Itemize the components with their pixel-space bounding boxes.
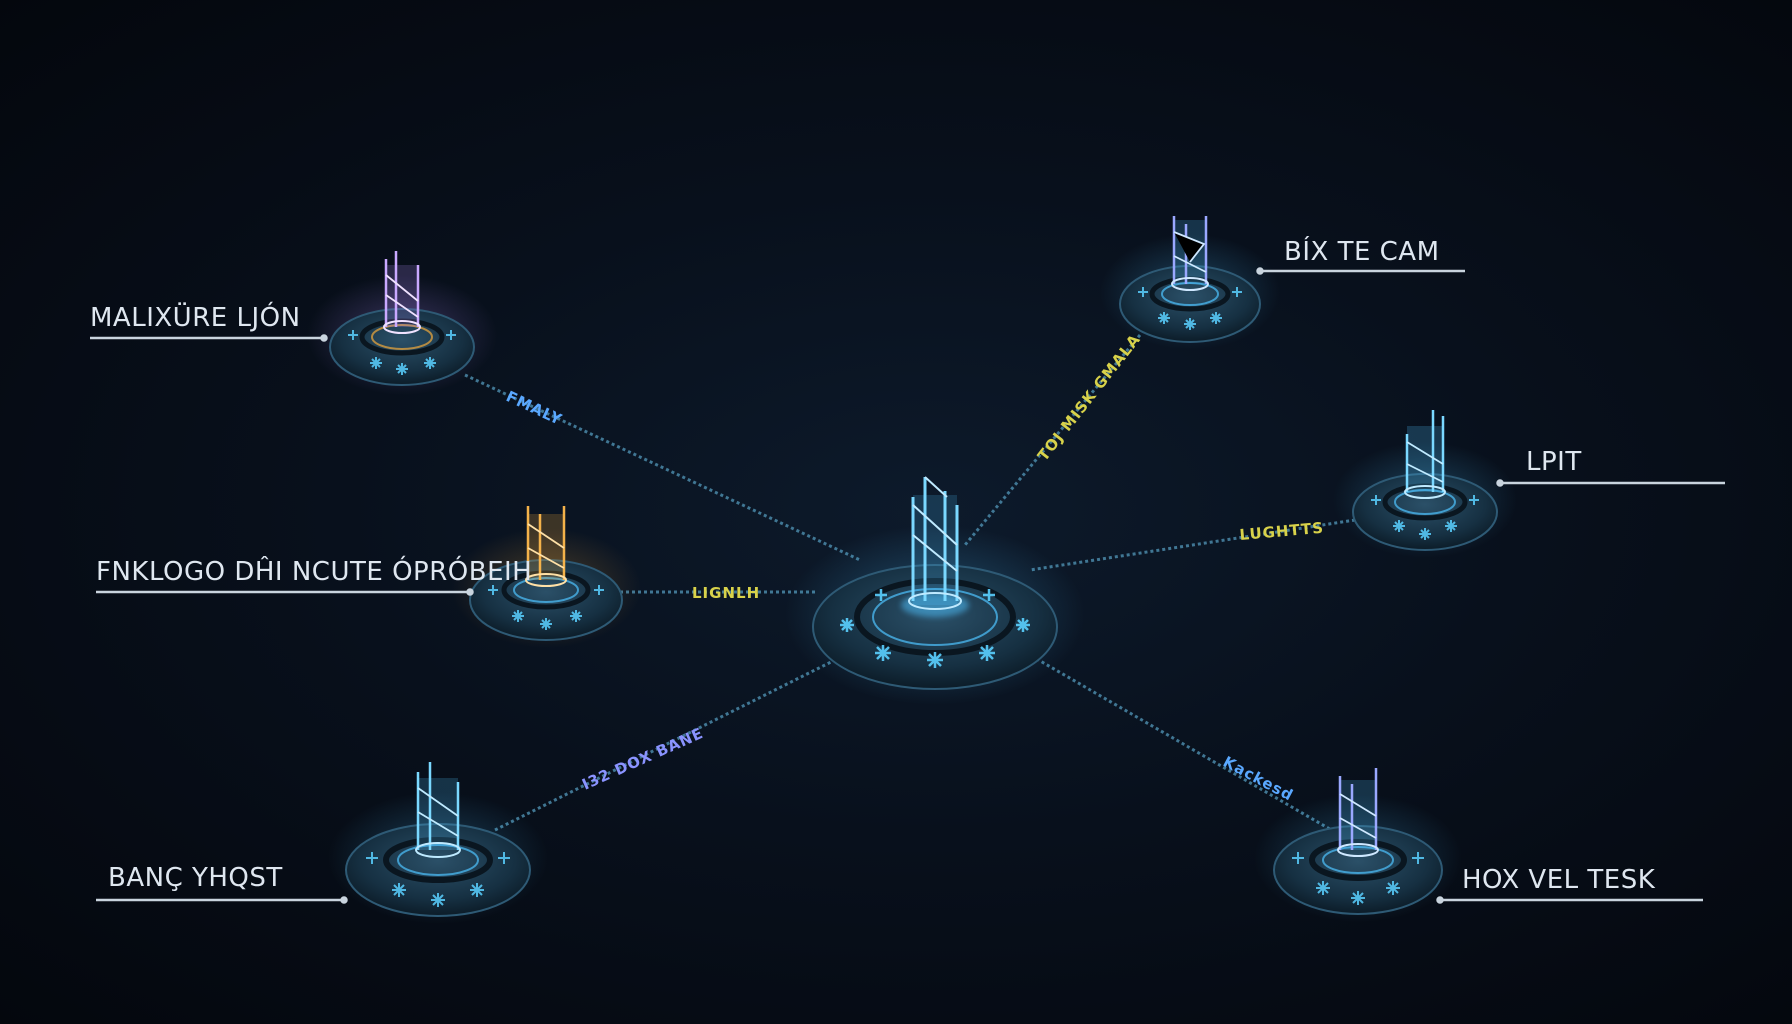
node-top-right[interactable] (1100, 216, 1280, 350)
node-bottom-left[interactable] (328, 762, 548, 924)
label-top-right: BÍX TE CAM (1284, 235, 1440, 267)
crystal-tower-icon (415, 762, 461, 858)
label-bottom-right: HOX VEL TESK (1462, 865, 1656, 895)
label-top-left: MALIXÜRE LJÓN (90, 301, 301, 333)
snowflake-icon (840, 589, 1030, 668)
link-label-bottom-left: I32 DOX BANE (579, 724, 706, 794)
link-label-mid-right: LUGHTTS (1239, 519, 1325, 544)
link-label-bottom-right: Kackesd (1220, 753, 1296, 805)
label-bottom-left: BANÇ YHQST (108, 863, 283, 893)
hub-node[interactable] (785, 476, 1085, 705)
crystal-tower-icon (1404, 410, 1446, 499)
link-label-top-right: TOJ MISK GMALA (1034, 330, 1144, 464)
node-mid-left[interactable] (451, 506, 641, 648)
node-top-left[interactable] (307, 251, 497, 395)
node-bottom-right[interactable] (1254, 768, 1462, 922)
node-labels: MALIXÜRE LJÓN FNKLOGO DĤI NCUTE ÓPRÓBEIH… (90, 235, 1656, 895)
link-top-left (464, 373, 861, 562)
snowflake-icon (1138, 287, 1242, 330)
snowflake-icon (1371, 495, 1479, 540)
link-label-top-left: FMALY (503, 387, 565, 429)
links (464, 334, 1356, 837)
crystal-tower-icon (383, 251, 421, 334)
crystal-tower-icon (1337, 768, 1379, 857)
callouts (90, 267, 1725, 904)
link-bottom-left (494, 653, 846, 832)
link-mid-right (1029, 518, 1356, 572)
node-mid-right[interactable] (1333, 410, 1517, 558)
snowflake-icon (348, 330, 456, 375)
label-mid-right: LPIT (1526, 447, 1582, 477)
link-label-mid-left: LIGNLH (692, 584, 760, 602)
crystal-tower-icon (1171, 216, 1209, 291)
label-mid-left: FNKLOGO DĤI NCUTE ÓPRÓBEIH (96, 555, 532, 587)
snowflake-icon (488, 585, 604, 630)
snowflake-icon (366, 852, 510, 907)
crystal-tower-icon (901, 476, 969, 617)
snowflake-icon (1292, 852, 1424, 905)
crystal-tower-icon (525, 506, 567, 587)
